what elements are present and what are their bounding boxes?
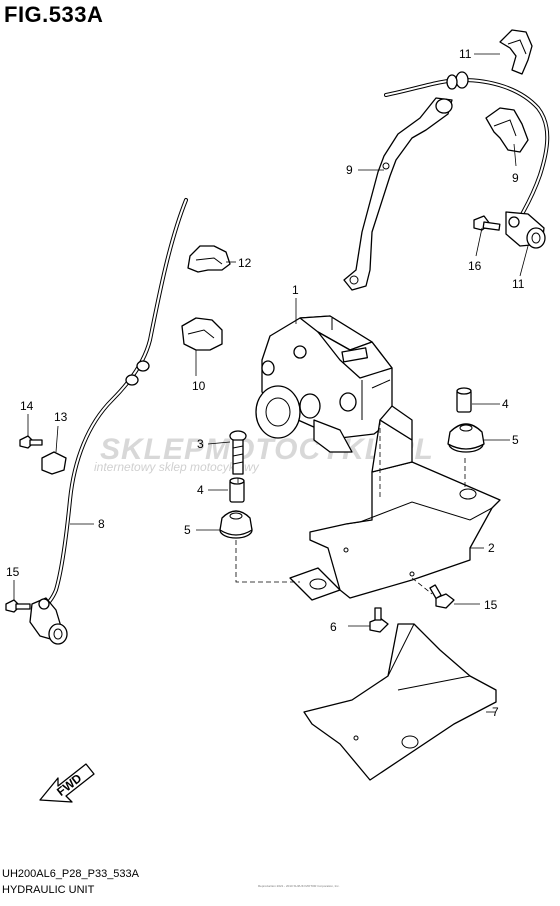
callout-6: 7 [492, 705, 499, 719]
callout-14: 15 [6, 565, 20, 579]
callout-16: 16 [468, 259, 482, 273]
assembly-line-left [235, 540, 300, 583]
part-cable-clamp-11-mid[interactable] [187, 245, 231, 273]
part-grommet-5-left[interactable] [219, 510, 253, 539]
callout-leaders [13, 53, 529, 713]
callout-11-top: 11 [459, 47, 472, 61]
callout-11-mid: 12 [238, 256, 252, 270]
part-bracket-2[interactable] [289, 405, 501, 601]
callout-9-mid: 10 [192, 379, 206, 393]
callout-5-right: 5 [512, 433, 519, 447]
callout-9-top: 9 [512, 171, 519, 185]
callout-1: 1 [292, 283, 299, 297]
callout-15-left: 6 [330, 620, 337, 634]
part-rear-speed-sensor[interactable] [384, 71, 550, 249]
callout-12: 13 [54, 410, 68, 424]
callout-8: 9 [346, 163, 353, 177]
part-clamp-12[interactable] [41, 451, 67, 475]
part-cable-clamp-11-top[interactable] [499, 29, 533, 75]
part-bolt-16[interactable] [473, 215, 501, 231]
assembly-line-bolt15 [411, 577, 433, 595]
part-hydraulic-unit[interactable] [255, 315, 393, 453]
copyright-text: Reproduction 2021 - 2010 SUZUKI MOTOR Co… [258, 884, 340, 888]
model-code: UH200AL6_P28_P33_533A [2, 868, 140, 880]
callout-5-left: 5 [184, 523, 191, 537]
figure-title: FIG.533A [4, 2, 104, 27]
callout-3: 3 [197, 437, 204, 451]
callout-4-right: 4 [502, 397, 509, 411]
part-cable-clamp-9-top[interactable] [485, 107, 529, 153]
part-grommet-5-right[interactable] [447, 423, 485, 453]
part-bolt-15-upper[interactable] [429, 584, 455, 609]
part-front-speed-sensor[interactable] [29, 198, 188, 645]
callout-10: 11 [512, 277, 525, 291]
part-cable-clamp-9-mid[interactable] [181, 317, 223, 351]
part-bolt-15-lower[interactable] [369, 607, 389, 633]
part-bracket-8[interactable] [343, 97, 453, 291]
callout-7: 8 [98, 517, 105, 531]
callout-15-right: 15 [484, 598, 498, 612]
part-bolt-3[interactable] [229, 430, 247, 475]
part-bolt-14[interactable] [5, 599, 31, 613]
callout-2: 2 [488, 541, 495, 555]
callout-13: 14 [20, 399, 34, 413]
part-cover-6[interactable] [303, 623, 497, 781]
part-collar-4-left[interactable] [229, 477, 245, 503]
watermark-subtext: internetowy sklep motocyklowy [94, 460, 259, 474]
callout-4-left: 4 [197, 483, 204, 497]
unit-name: HYDRAULIC UNIT [2, 884, 95, 896]
forward-direction-arrow: FWD [39, 763, 95, 803]
part-bolt-13[interactable] [19, 435, 43, 449]
part-collar-4-right[interactable] [456, 387, 472, 413]
